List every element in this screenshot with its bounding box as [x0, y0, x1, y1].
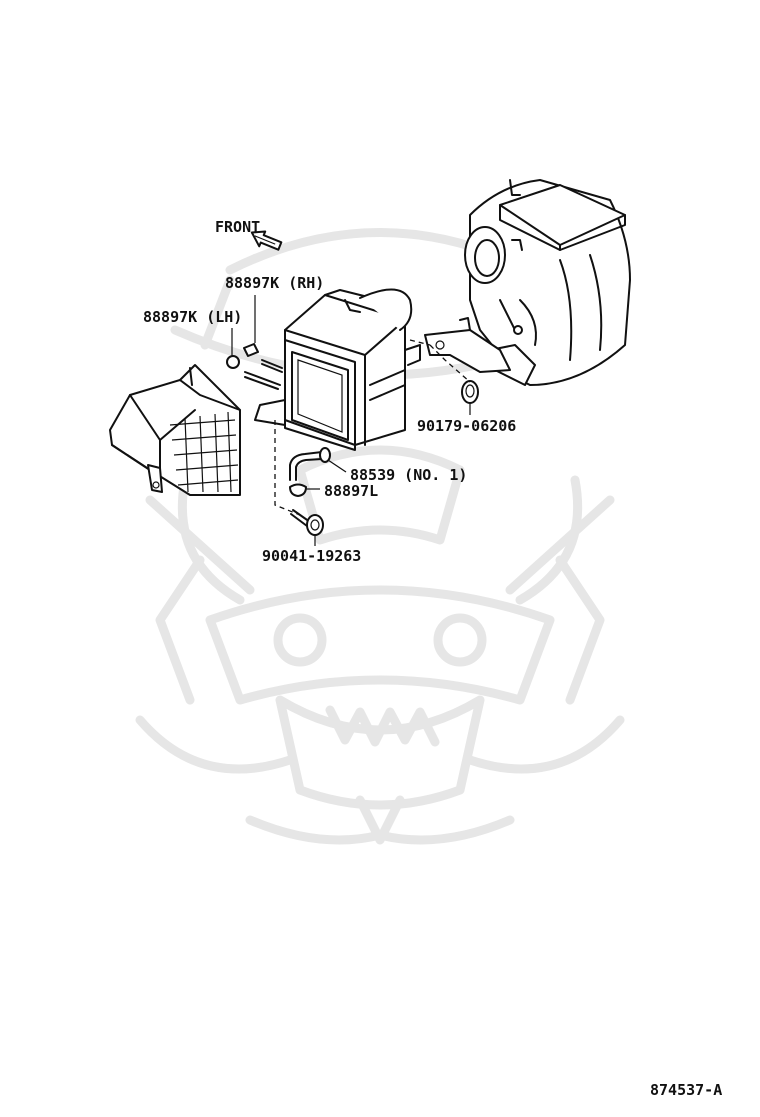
air-cleaner-case [254, 288, 421, 451]
front-label: FRONT [215, 218, 260, 236]
part-label-nut-lh: 88897K (LH) [143, 308, 242, 326]
part-label-grommet: 90179-06206 [417, 417, 516, 435]
part-label-nut-rh: 88897K (RH) [225, 274, 324, 292]
intake-duct [109, 364, 241, 496]
intake-manifold [464, 179, 631, 386]
assembly-lines [274, 339, 471, 516]
nut-88897k-lh [226, 355, 281, 390]
bolt [290, 509, 324, 536]
leader-lines [231, 295, 471, 546]
watermark-logo [135, 228, 625, 845]
front-direction-arrow [250, 230, 283, 251]
mounting-bracket [424, 317, 511, 373]
hose [289, 447, 331, 481]
part-label-bolt: 90041-19263 [262, 547, 361, 565]
part-label-hose: 88539 (NO. 1) [350, 466, 467, 484]
duct-grille [169, 411, 239, 493]
nut-88897k-rh [243, 343, 283, 373]
figure-number: 874537-A [650, 1081, 722, 1099]
part-label-clamp: 88897L [324, 482, 378, 500]
grommet [461, 380, 479, 404]
clamp [289, 483, 307, 497]
